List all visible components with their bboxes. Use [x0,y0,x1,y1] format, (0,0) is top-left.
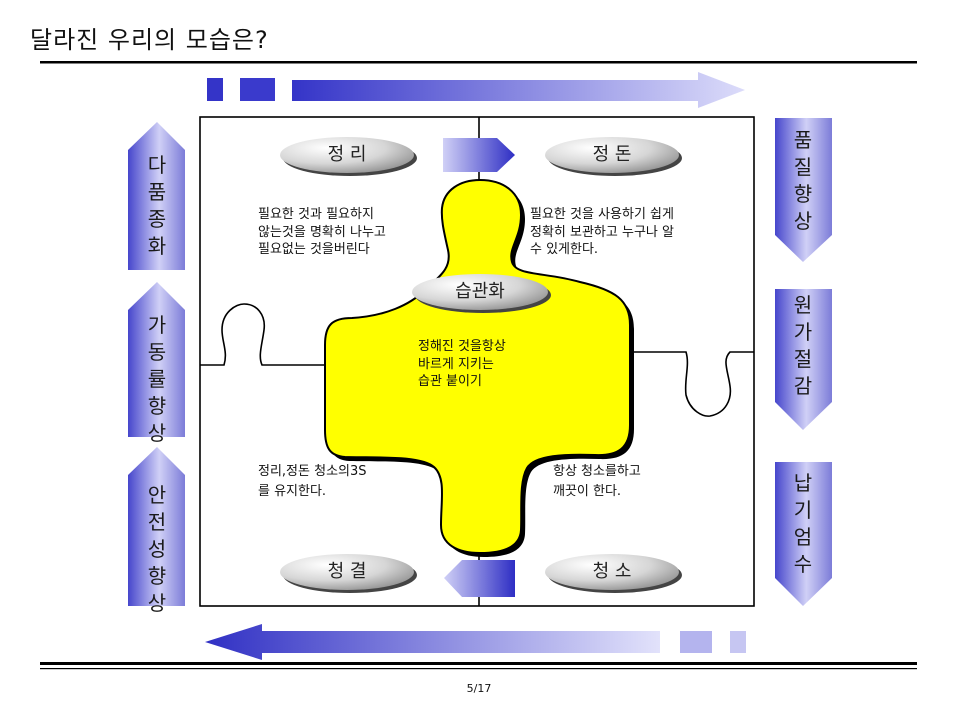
small-arrow-right [443,138,515,172]
text-bottom-right: 항상 청소를하고 깨끗이 한다. [553,462,641,502]
text-line: 정리,정돈 청소의3S [258,464,367,479]
left-arrow-3 [128,447,185,606]
text-line: 필요한 것을 사용하기 쉽게 [530,207,674,222]
left-arrow-1 [128,122,185,270]
right-arrow-1 [775,118,832,262]
left-arrow-2 [128,282,185,437]
top-flow-arrow [292,72,745,108]
puzzle-knob-right [628,351,754,417]
ellipse-top-right [545,137,679,173]
ellipse-top-left [280,137,414,173]
text-bottom-left: 정리,정돈 청소의3S 를 유지한다. [258,462,367,502]
footer-line-thick [40,662,917,665]
label-cheongso: 청 소 [592,561,632,582]
top-arrow-square-1 [207,78,223,101]
small-arrow-left [444,560,515,597]
right-arrow-2 [775,289,832,430]
footer-line-thin [40,668,917,670]
label-cheonggyeol: 청 결 [327,561,367,582]
text-line: 수 있게한다. [530,242,599,257]
text-line: 필요한 것과 필요하지 [258,207,374,222]
text-top-right: 필요한 것을 사용하기 쉽게 정확히 보관하고 누구나 알 수 있게한다. [530,206,674,259]
title-underline [40,61,917,64]
label-jeongdon: 정 돈 [592,144,632,165]
right-arrow-label-3: 납기엄수 [793,471,813,576]
text-line: 바르게 지키는 [418,356,494,372]
top-arrow-square-2 [240,78,275,101]
text-line: 정확히 보관하고 누구나 알 [530,224,674,240]
bottom-arrow-square-1 [680,631,712,653]
label-habit: 습관화 [455,281,505,302]
bottom-flow-arrow [205,624,660,660]
text-center: 정해진 것을항상 바르게 지키는 습관 붙이기 [418,338,506,391]
ellipse-bottom-right [545,554,679,590]
left-arrow-label-1: 다품종화 [147,153,167,258]
text-line: 항상 청소를하고 [553,464,641,479]
text-line: 를 유지한다. [258,484,327,499]
ellipse-bottom-left [280,554,414,590]
puzzle-knob-left [200,303,330,366]
text-line: 않는것을 명확히 나누고 [258,224,386,240]
right-arrow-3 [775,462,832,606]
bottom-arrow-square-2 [730,631,746,653]
ellipse-center [412,274,548,310]
left-arrow-label-2: 가동률향상 [147,313,167,445]
page-number: 5/17 [466,682,492,695]
text-top-left: 필요한 것과 필요하지 않는것을 명확히 나누고 필요없는 것을버린다 [258,206,386,259]
label-jeongri: 정 리 [327,144,367,165]
text-line: 습관 붙이기 [418,374,482,389]
text-line: 정해진 것을항상 [418,339,506,354]
left-arrow-label-3: 안전성향상 [147,483,167,615]
text-line: 깨끗이 한다. [553,484,622,499]
right-arrow-label-1: 품질향상 [793,128,813,233]
right-arrow-label-2: 원가절감 [793,293,813,398]
slide-title: 달라진 우리의 모습은? [30,26,269,54]
text-line: 필요없는 것을버린다 [258,242,370,257]
